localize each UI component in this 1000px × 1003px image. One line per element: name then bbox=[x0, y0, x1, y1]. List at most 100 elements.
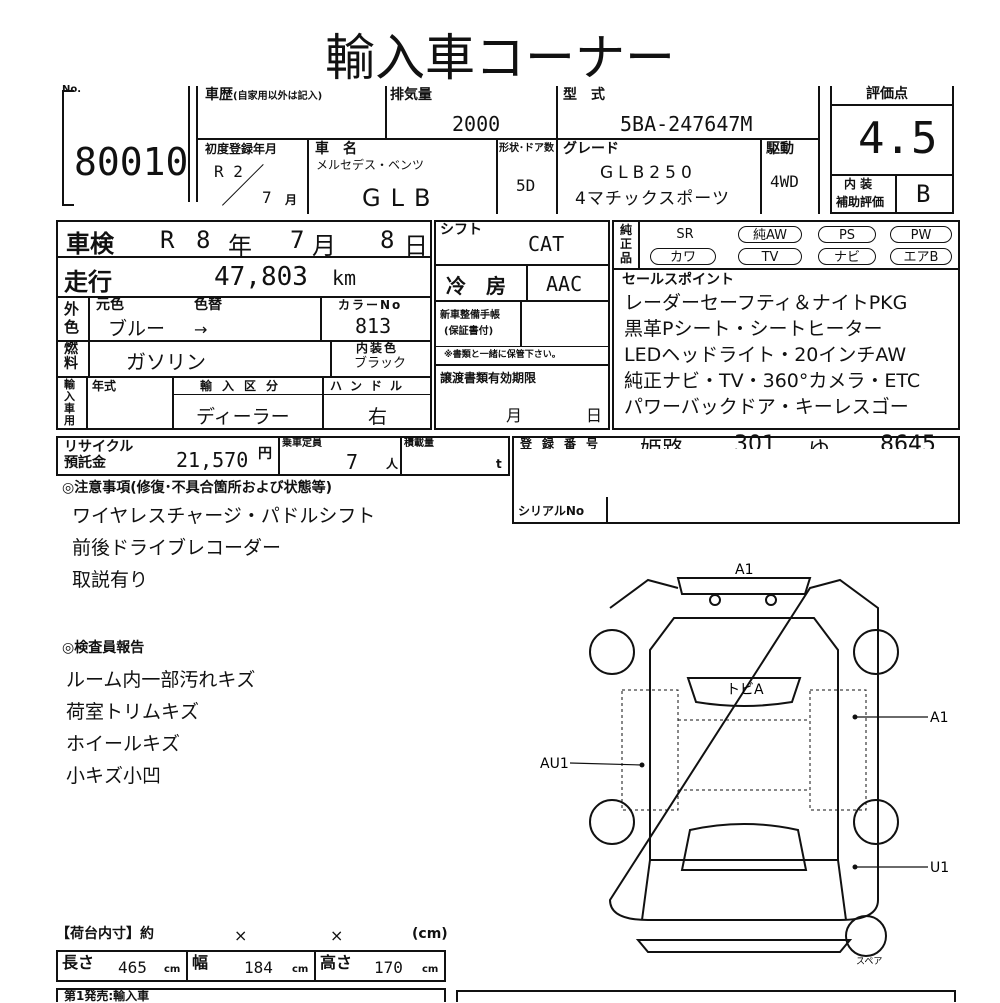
maintenance-divider bbox=[520, 300, 522, 346]
sales-point-4: 純正ナビ・TV・360°カメラ・ETC bbox=[624, 370, 921, 392]
recycle-amount: 21,570 bbox=[176, 448, 249, 472]
recycle-divider-1 bbox=[278, 436, 280, 476]
int-color-label: 内装色 bbox=[356, 341, 399, 355]
inspector-item-2: 荷室トリムキズ bbox=[66, 701, 200, 723]
recycle-label-1: リサイクル bbox=[64, 439, 134, 455]
sales-point-3: LEDヘッドライト・20インチAW bbox=[624, 344, 907, 366]
rear-light-right bbox=[765, 594, 777, 606]
model-value: 5BA-247647M bbox=[620, 112, 753, 136]
equip-airbag: エアB bbox=[890, 248, 952, 265]
wheel-rear-right bbox=[853, 629, 899, 675]
interior-label-2: 補助評価 bbox=[836, 195, 885, 209]
score-box bbox=[830, 86, 954, 214]
inspection-month: 7 bbox=[290, 226, 305, 254]
score-label: 評価点 bbox=[866, 86, 908, 102]
color-arrow: → bbox=[194, 320, 208, 339]
wheel-front-right bbox=[853, 799, 899, 845]
transfer-day: 日 bbox=[586, 406, 603, 425]
rear-window bbox=[686, 677, 802, 707]
import-side-label: 輸入車用 bbox=[64, 378, 75, 427]
equipment-side-label: 純正品 bbox=[620, 223, 633, 265]
car-name-label: 車 名 bbox=[315, 141, 357, 157]
col-line-c bbox=[818, 86, 820, 214]
panel-outline-right bbox=[809, 689, 867, 811]
inspection-year: 8 bbox=[196, 226, 211, 254]
recycle-divider-2 bbox=[400, 436, 402, 476]
cargo-height-unit: cm bbox=[422, 964, 439, 975]
sales-points-box bbox=[612, 268, 960, 430]
page-title: 輸入車コーナー bbox=[325, 29, 675, 87]
drive-value: 4WD bbox=[770, 172, 799, 191]
recycle-box bbox=[56, 436, 510, 476]
registration-label: 登録番号 bbox=[520, 437, 609, 451]
cargo-length: 465 bbox=[118, 958, 147, 977]
recycle-yen: 円 bbox=[258, 446, 272, 462]
leader-au1 bbox=[569, 762, 643, 766]
inspection-label: 車検 bbox=[66, 230, 114, 258]
color-side-divider bbox=[88, 296, 90, 340]
color-side-label: 外色 bbox=[64, 300, 80, 336]
equip-tv: TV bbox=[738, 248, 802, 265]
rear-bumper bbox=[676, 577, 812, 595]
col-line-g bbox=[760, 138, 762, 214]
registration-redaction-2 bbox=[608, 497, 958, 522]
import-side-divider bbox=[86, 376, 88, 430]
equipment-divider bbox=[638, 220, 640, 270]
import-year-label: 年式 bbox=[92, 379, 117, 393]
cargo-divider-2 bbox=[314, 950, 316, 982]
int-color-value: ブラック bbox=[354, 356, 407, 371]
import-type-value: ディーラー bbox=[196, 406, 290, 428]
equip-sr: SR bbox=[676, 227, 694, 242]
equip-leather: カワ bbox=[650, 248, 716, 265]
hood-line bbox=[641, 859, 847, 921]
history-label: 車歴(自家用以外は記入) bbox=[205, 88, 323, 102]
inspector-item-4: 小キズ小凹 bbox=[66, 765, 162, 787]
shift-value: CAT bbox=[528, 232, 565, 256]
capacity-label: 乗車定員 bbox=[282, 438, 322, 449]
cargo-width-label: 幅 bbox=[192, 953, 209, 972]
lot-no-label: No. bbox=[62, 84, 82, 95]
rear-light-left bbox=[709, 594, 721, 606]
col-line-b bbox=[556, 86, 558, 138]
cargo-length-label: 長さ bbox=[62, 953, 95, 972]
handle-label: ハンドル bbox=[330, 379, 411, 393]
doors-label: 形状･ドア数 bbox=[499, 143, 554, 154]
car-name: GLB bbox=[362, 184, 441, 212]
lot-bracket bbox=[62, 90, 74, 206]
aircon-divider bbox=[526, 264, 528, 302]
wheel-front-left bbox=[589, 799, 635, 845]
color-no-label: カラーNo bbox=[338, 298, 403, 312]
serial-divider bbox=[606, 497, 608, 524]
cargo-length-unit: cm bbox=[164, 964, 181, 975]
bottom-right-box bbox=[456, 990, 956, 1002]
registration-box bbox=[512, 436, 960, 524]
model-label: 型 式 bbox=[563, 87, 605, 103]
notes-list: ワイヤレスチャージ・パドルシフト 前後ドライブレコーダー 取説有り bbox=[72, 500, 375, 596]
sales-point-1: レーダーセーフティ＆ナイトPKG bbox=[624, 292, 908, 314]
inspector-heading: ◎検査員報告 bbox=[62, 640, 145, 656]
load-label: 積載量 bbox=[404, 438, 434, 449]
drive-label: 駆動 bbox=[766, 141, 794, 157]
inspector-item-1: ルーム内一部汚れキズ bbox=[66, 669, 256, 691]
inspection-month-unit: 月 bbox=[312, 232, 336, 260]
inspection-era: R bbox=[160, 226, 175, 254]
label-a1-top: A1 bbox=[735, 562, 753, 578]
col-line-a bbox=[385, 86, 387, 138]
wheel-rear-left bbox=[589, 629, 635, 675]
cargo-divider-1 bbox=[186, 950, 188, 982]
cargo-x2: × bbox=[330, 926, 344, 945]
label-au1: AU1 bbox=[540, 756, 569, 772]
first-reg-era: R 2 bbox=[214, 162, 243, 181]
handle-divider bbox=[322, 376, 324, 430]
fuel-side-divider bbox=[88, 340, 90, 376]
notes-heading: ◎注意事項(修復･不具合箇所および状態等) bbox=[62, 480, 333, 496]
history-note: (自家用以外は記入) bbox=[233, 91, 323, 102]
fuel-value: ガソリン bbox=[126, 350, 206, 374]
color-original: ブルー bbox=[108, 318, 166, 340]
grade-line1: GLB250 bbox=[600, 163, 697, 183]
lot-number: 80010 bbox=[74, 140, 189, 184]
doors-value: 5D bbox=[516, 176, 536, 195]
import-year-divider bbox=[172, 376, 174, 430]
sales-point-2: 黒革Pシート・シートヒーター bbox=[624, 318, 883, 340]
registration-top-line bbox=[512, 436, 960, 438]
